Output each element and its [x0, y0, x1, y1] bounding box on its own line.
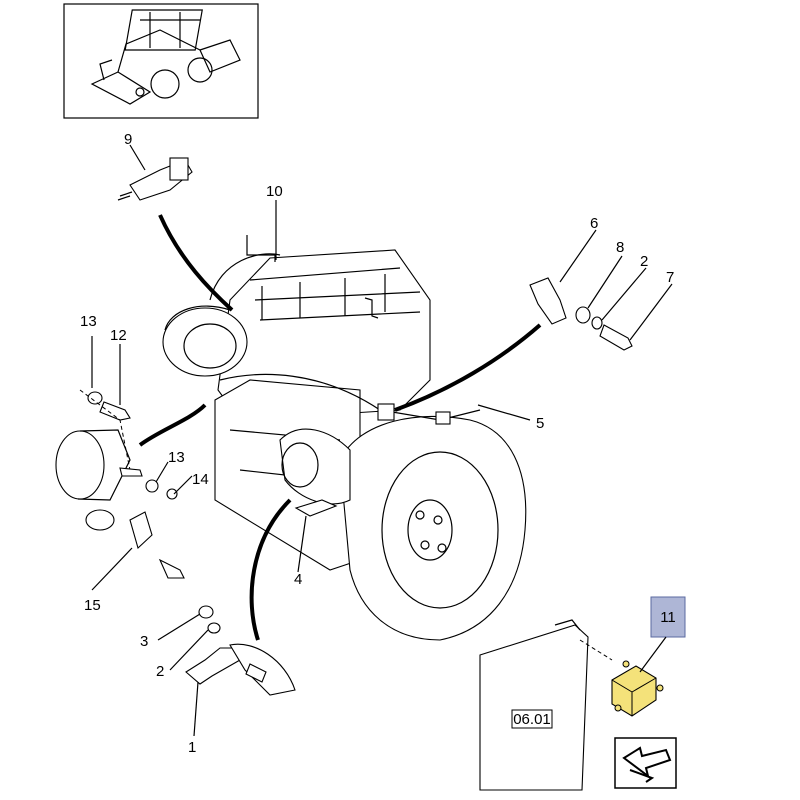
clamp-hardware-group	[529, 277, 633, 351]
temperature-sender-part	[117, 157, 193, 201]
bolt-washer-group-left	[79, 389, 131, 471]
callout-13-mid[interactable]: 13	[168, 449, 185, 466]
next-page-button[interactable]	[614, 737, 677, 789]
callout-5[interactable]: 5	[536, 415, 544, 432]
callout-2-left[interactable]: 2	[156, 663, 164, 680]
loader-overview-icon	[90, 9, 241, 105]
callout-7[interactable]: 7	[666, 269, 674, 286]
callout-12[interactable]: 12	[110, 327, 127, 344]
highlighted-part-11[interactable]	[611, 660, 664, 717]
next-page-arrow-icon	[622, 746, 672, 779]
callout-leaders	[91, 144, 673, 737]
callout-9[interactable]: 9	[124, 131, 132, 148]
leader-lines	[138, 214, 542, 641]
callout-labels: 9 10 6 8 2 7 5 13 12 13 14 15 4 3 2 1	[80, 131, 674, 756]
callout-8[interactable]: 8	[616, 239, 624, 256]
callout-2-right[interactable]: 2	[640, 253, 648, 270]
alternator-bracket-part	[55, 429, 185, 579]
engine-assembly	[162, 235, 527, 641]
terminal-parts-group	[185, 605, 296, 696]
callout-11-label: 11	[660, 609, 676, 626]
page-reference-label: 06.01	[513, 711, 551, 728]
callout-11[interactable]: 11	[639, 596, 686, 673]
callout-13-top[interactable]: 13	[80, 313, 97, 330]
callout-14[interactable]: 14	[192, 471, 209, 488]
callout-10[interactable]: 10	[266, 183, 283, 200]
callout-15[interactable]: 15	[84, 597, 101, 614]
reference-sheet: 06.01	[479, 619, 613, 791]
starter-cable-part	[294, 499, 338, 517]
callout-1[interactable]: 1	[188, 739, 196, 756]
callout-3[interactable]: 3	[140, 633, 148, 650]
callout-6[interactable]: 6	[590, 215, 598, 232]
overview-thumbnail[interactable]	[63, 3, 259, 119]
callout-4[interactable]: 4	[294, 571, 302, 588]
